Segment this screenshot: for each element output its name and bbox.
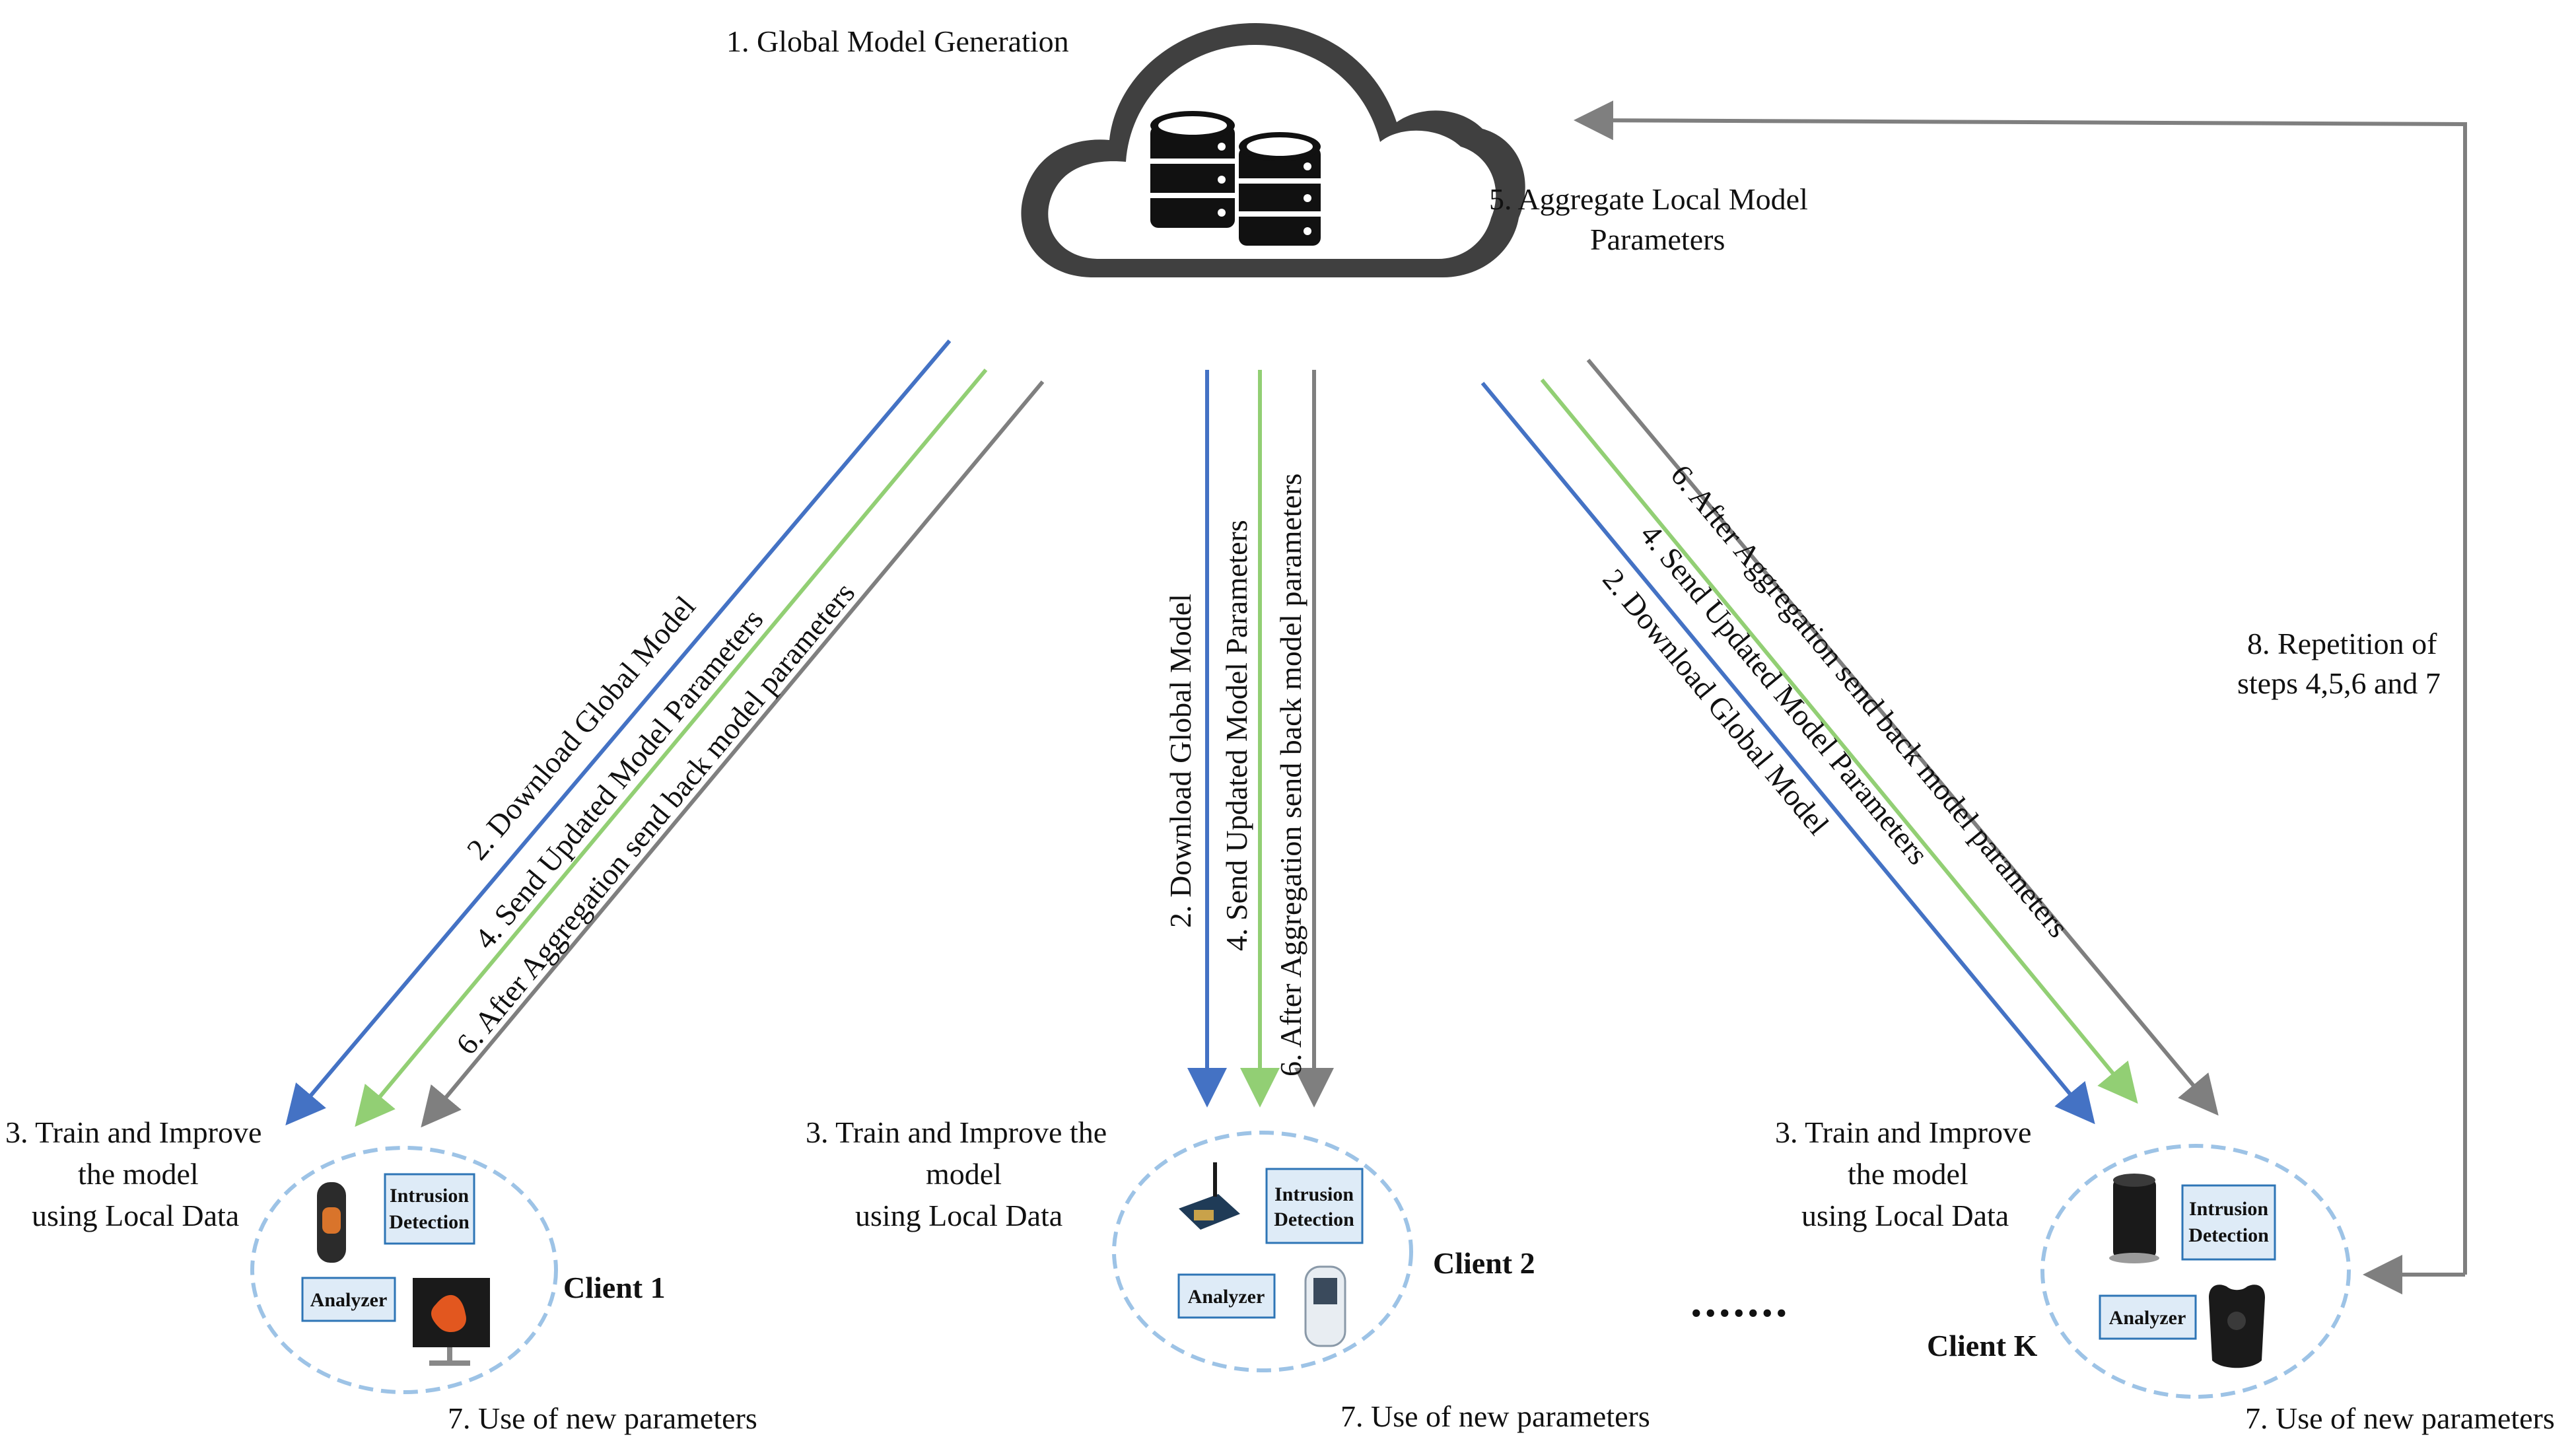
smartwatch-icon	[317, 1182, 346, 1263]
client2-analyzer: Analyzer	[1188, 1286, 1265, 1308]
clientk-name: Client K	[1927, 1329, 2038, 1362]
client2-train-line3: using Local Data	[855, 1199, 1062, 1232]
client1-intrusion-line1: Intrusion	[390, 1185, 469, 1207]
client1-analyzer: Analyzer	[310, 1289, 388, 1311]
clientk-send-updated-arrow	[1540, 378, 2138, 1104]
client1-intrusion-line2: Detection	[389, 1211, 470, 1233]
client2-download-label: 2. Download Global Model	[1164, 594, 1197, 928]
client1-send-updated-label: 4. Send Updated Model Parameters	[468, 602, 770, 955]
repetition-label-line1: 8. Repetition of	[2247, 627, 2437, 660]
database-icon	[1239, 132, 1321, 246]
client-k: 3. Train and Improve the model using Loc…	[1775, 1115, 2555, 1435]
client-1: 3. Train and Improve the model using Loc…	[5, 1115, 757, 1435]
clientk-use-params: 7. Use of new parameters	[2245, 1401, 2555, 1435]
client2-after-aggregation-label: 6. After Aggregation send back model par…	[1274, 474, 1307, 1076]
client2-train-line2: model	[926, 1157, 1002, 1191]
intrusion-detection-box: Intrusion Detection	[384, 1173, 475, 1245]
client1-name: Client 1	[563, 1271, 666, 1304]
aggregate-label-line2: Parameters	[1590, 223, 1725, 256]
smart-speaker-icon	[2109, 1174, 2159, 1263]
client1-after-aggregation-arrow	[421, 380, 1045, 1128]
repetition-arrow	[1574, 100, 2467, 1275]
ellipsis: .......	[1690, 1276, 1790, 1327]
clientk-train-line3: using Local Data	[1801, 1199, 2009, 1232]
client1-download-arrow	[285, 339, 952, 1126]
iot-board-icon	[1179, 1162, 1240, 1230]
analyzer-box: Analyzer	[1177, 1273, 1276, 1319]
client1-send-updated-arrow	[355, 369, 988, 1127]
glucose-meter-icon	[1304, 1265, 1346, 1347]
clientk-boundary	[2040, 1144, 2351, 1399]
client-2: 3. Train and Improve the model using Loc…	[806, 1115, 1650, 1433]
client2-send-updated-label: 4. Send Updated Model Parameters	[1220, 520, 1253, 951]
analyzer-box: Analyzer	[2099, 1294, 2197, 1340]
intrusion-detection-box: Intrusion Detection	[2181, 1184, 2276, 1261]
repetition-label-line2: steps 4,5,6 and 7	[2237, 666, 2441, 700]
clientk-send-updated-label: 4. Send Updated Model Parameters	[1634, 518, 1935, 871]
server-cloud	[1021, 23, 1525, 277]
client1-train-line1: 3. Train and Improve	[5, 1115, 261, 1149]
intrusion-detection-box: Intrusion Detection	[1265, 1168, 1364, 1244]
client2-intrusion-line2: Detection	[1274, 1209, 1354, 1230]
client1-use-params: 7. Use of new parameters	[448, 1401, 757, 1435]
client2-boundary	[1112, 1131, 1413, 1372]
client2-use-params: 7. Use of new parameters	[1340, 1399, 1650, 1433]
clientk-train-line2: the model	[1848, 1157, 1968, 1191]
clientk-intrusion-line2: Detection	[2188, 1224, 2269, 1246]
database-icon	[1150, 111, 1235, 228]
aggregate-label-line1: 5. Aggregate Local Model	[1489, 182, 1808, 216]
client1-train-line3: using Local Data	[32, 1199, 239, 1232]
wearable-vest-icon	[2209, 1285, 2265, 1368]
client1-train-line2: the model	[78, 1157, 199, 1191]
clientk-download-arrow	[1480, 382, 2095, 1125]
global-model-generation-label: 1. Global Model Generation	[726, 24, 1069, 58]
clientk-intrusion-line1: Intrusion	[2189, 1198, 2268, 1220]
client1-boundary	[250, 1146, 558, 1394]
client2-name: Client 2	[1433, 1246, 1535, 1280]
clientk-after-aggregation-arrow	[1586, 359, 2219, 1116]
client2-intrusion-line1: Intrusion	[1274, 1183, 1354, 1205]
monitor-icon	[413, 1278, 490, 1366]
clientk-train-line1: 3. Train and Improve	[1775, 1115, 2031, 1149]
client2-train-line1: 3. Train and Improve the	[806, 1115, 1107, 1149]
analyzer-box: Analyzer	[301, 1277, 396, 1322]
clientk-analyzer: Analyzer	[2109, 1307, 2186, 1329]
